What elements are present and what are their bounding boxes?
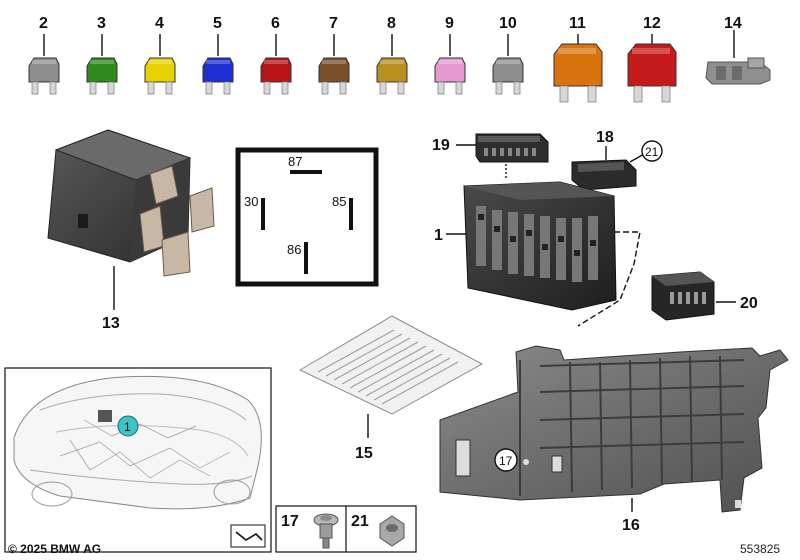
info-sheet-part[interactable]: 15 [298, 315, 484, 462]
relay-pinout-diagram: 87 30 85 86 [235, 147, 379, 287]
blade-fuse-10[interactable]: 10 [492, 15, 524, 95]
part-label-7: 7 [329, 15, 338, 32]
part-label-10: 10 [499, 15, 517, 32]
part-label-14: 14 [724, 15, 742, 32]
blade-fuse-6[interactable]: 6 [260, 15, 292, 95]
hardware-box: 17 21 [275, 505, 417, 553]
part-label-12: 12 [643, 15, 661, 32]
document-id: 553825 [740, 542, 780, 556]
blade-fuse-8[interactable]: 8 [376, 15, 408, 95]
part-label-15: 15 [355, 445, 373, 462]
nut-part[interactable] [379, 515, 405, 547]
fuse-clip-part[interactable]: 14 [705, 15, 771, 85]
vehicle-location-inset: 1 [4, 367, 272, 553]
pin-label-86: 86 [287, 242, 301, 257]
cover-18-part[interactable]: 18 21 [571, 129, 663, 191]
blade-fuse-3[interactable]: 3 [86, 15, 118, 95]
ref-circle-21: 21 [645, 145, 659, 159]
part-label-9: 9 [445, 15, 454, 32]
bracket-part[interactable]: 17 16 [439, 345, 789, 534]
pin-label-30: 30 [244, 194, 258, 209]
fuse-row: 2 3 4 5 6 7 8 9 10 [28, 15, 524, 95]
part-label-18: 18 [596, 129, 614, 146]
connector-19-part[interactable]: 19 [432, 133, 549, 180]
ref-circle-17: 17 [499, 454, 513, 468]
part-label-5: 5 [213, 15, 222, 32]
part-label-16: 16 [622, 517, 640, 534]
blade-fuse-2[interactable]: 2 [28, 15, 60, 95]
fuse-box-part[interactable]: 1 [434, 181, 641, 327]
connector-20-part[interactable]: 20 [651, 271, 758, 321]
blade-fuse-4[interactable]: 4 [144, 15, 176, 95]
part-label-4: 4 [155, 15, 164, 32]
part-label-11: 11 [569, 15, 586, 32]
part-label-8: 8 [387, 15, 396, 32]
blade-fuse-5[interactable]: 5 [202, 15, 234, 95]
part-label-2: 2 [39, 15, 48, 32]
blade-fuse-9[interactable]: 9 [434, 15, 466, 95]
copyright-text: © 2025 BMW AG [8, 542, 101, 556]
screw-part[interactable] [313, 513, 339, 549]
part-label-6: 6 [271, 15, 280, 32]
part-label-19: 19 [432, 137, 450, 154]
part-label-1: 1 [434, 227, 443, 244]
view-toggle-icon[interactable] [235, 531, 263, 541]
relay-part[interactable]: 13 [47, 129, 215, 332]
maxi-fuse-11[interactable]: 11 [553, 15, 603, 103]
part-label-21: 21 [351, 513, 369, 530]
maxi-fuse-row: 11 12 [553, 15, 677, 103]
blade-fuse-7[interactable]: 7 [318, 15, 350, 95]
part-label-13: 13 [102, 315, 120, 332]
pin-label-87: 87 [288, 154, 302, 169]
part-label-20: 20 [740, 295, 758, 312]
maxi-fuse-12[interactable]: 12 [627, 15, 677, 103]
part-label-3: 3 [97, 15, 106, 32]
part-label-17: 17 [281, 513, 299, 530]
inset-marker-1: 1 [124, 420, 131, 434]
pin-label-85: 85 [332, 194, 346, 209]
